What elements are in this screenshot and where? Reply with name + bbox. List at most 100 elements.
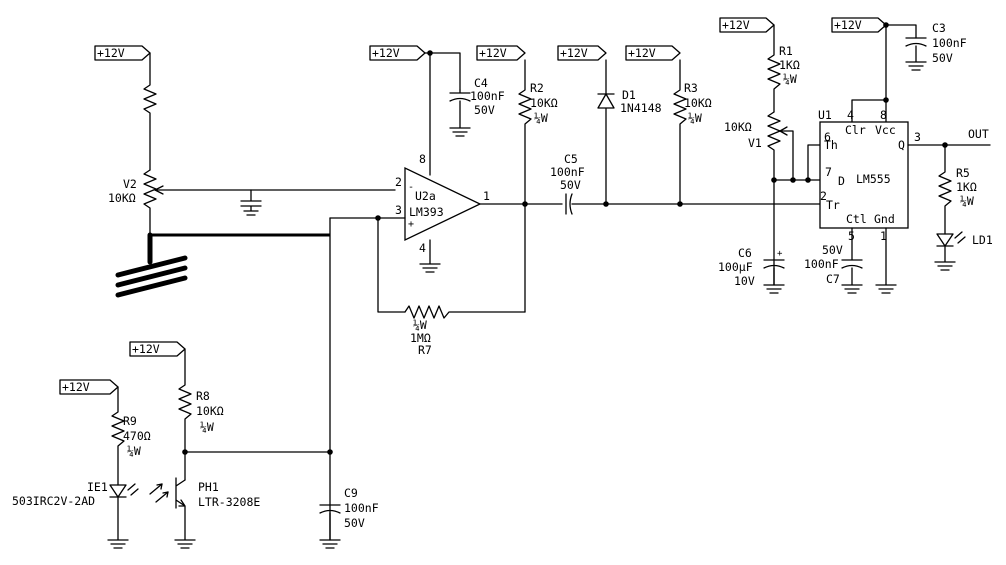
- r8-power: ¼W: [200, 420, 214, 434]
- v2-ref: V2: [123, 177, 137, 191]
- c5-voltage: 50V: [560, 178, 581, 192]
- svg-text:+: +: [777, 249, 783, 259]
- u2a-pin-out: 1: [483, 189, 490, 203]
- r5-resistor: R5 1KΩ ¼W: [938, 144, 977, 235]
- u2-supply-wire: [424, 52, 461, 91]
- r2-supply-label: +12V: [476, 45, 526, 61]
- r5-value: 1KΩ: [956, 180, 977, 194]
- r1-supply-text: +12V: [722, 18, 750, 32]
- c3-ref: C3: [932, 21, 946, 35]
- u2a-pin-plus: 3: [395, 203, 402, 217]
- u1-supply-label: +12V: [831, 17, 887, 33]
- v2-potentiometer: V2 10KΩ: [108, 169, 396, 236]
- ie1-part: 503IRC2V-2AD: [12, 494, 95, 508]
- r8-ref: R8: [196, 389, 210, 403]
- u1-vcc: Vcc: [875, 123, 896, 137]
- v2-value: 10KΩ: [108, 191, 136, 205]
- u1-n1: 1: [880, 229, 887, 243]
- u2a-pin-minus: 2: [395, 175, 402, 189]
- th-d-wiring: [773, 144, 821, 181]
- r3-value: 10KΩ: [684, 96, 712, 110]
- u1-tr: Tr: [826, 198, 840, 212]
- r3-power: ¼W: [688, 111, 702, 125]
- u1-vcc-wiring: [851, 24, 887, 123]
- c4-ref: C4: [474, 76, 488, 90]
- d1-supply-label: +12V: [557, 45, 607, 61]
- u2-supply-label: +12V: [369, 45, 426, 61]
- r8-supply-label: +12V: [129, 341, 186, 357]
- c7-voltage: 50V: [822, 243, 843, 257]
- c6-capacitor: + C6 100µF 10V: [718, 246, 785, 294]
- ld1-led: LD1: [934, 231, 993, 271]
- svg-text:-: -: [408, 182, 414, 193]
- u1-ctl: Ctl: [846, 212, 867, 226]
- r1-ref: R1: [779, 44, 793, 58]
- r2-value: 10KΩ: [530, 96, 558, 110]
- c3-voltage: 50V: [932, 51, 953, 65]
- c6-value: 100µF: [718, 260, 753, 274]
- junction-dot: [327, 449, 333, 455]
- c4-voltage: 50V: [474, 103, 495, 117]
- d1-part: 1N4148: [620, 101, 662, 115]
- v1-ref: V1: [748, 136, 762, 150]
- u1-n2: 2: [820, 189, 827, 203]
- u2a-comparator: U2a LM393 2 3 1 8 4 - +: [395, 152, 490, 255]
- r7-resistor: ¼W 1MΩ R7: [404, 305, 526, 357]
- u1-lm555: U1 4 8 Clr Vcc Th Q D LM555 Tr Ctl Gnd 6…: [818, 108, 921, 243]
- v2-upper-resistor: [143, 52, 157, 171]
- r9-supply-text: +12V: [62, 380, 90, 394]
- r2-resistor: R2 10KΩ ¼W: [518, 59, 558, 205]
- u1-supply-wire: [885, 24, 917, 39]
- r1-value: 1KΩ: [779, 58, 800, 72]
- r2-supply-text: +12V: [479, 46, 507, 60]
- chassis-ground-symbol: [115, 232, 188, 298]
- r3-supply-label: +12V: [625, 45, 681, 61]
- junction-dot: [883, 97, 889, 103]
- r9-power: ¼W: [127, 444, 141, 458]
- c7-value: 100nF: [804, 257, 839, 271]
- u1-clr: Clr: [845, 123, 866, 137]
- r2-ref: R2: [530, 81, 544, 95]
- junction-dot: [790, 177, 796, 183]
- r9-ref: R9: [123, 414, 137, 428]
- d1-diode: D1 1N4148: [597, 59, 662, 205]
- r9-supply-label: +12V: [59, 379, 119, 395]
- u2-ground: [419, 239, 441, 273]
- u2a-pin-vcc: 8: [419, 152, 426, 166]
- u1-n4: 4: [847, 108, 854, 122]
- u2a-pin-gnd: 4: [419, 241, 426, 255]
- v1-value: 10KΩ: [724, 120, 752, 134]
- r5-power: ¼W: [960, 194, 974, 208]
- c5-value: 100nF: [550, 165, 585, 179]
- c6-ref: C6: [738, 246, 752, 260]
- r1-supply-label: +12V: [719, 17, 775, 33]
- u2-supply-text: +12V: [372, 46, 400, 60]
- r8-supply-text: +12V: [132, 342, 160, 356]
- svg-text:+: +: [408, 219, 414, 230]
- c6-voltage: 10V: [734, 274, 755, 288]
- u1-gnd: Gnd: [874, 212, 895, 226]
- c5-capacitor: C5 100nF 50V: [550, 152, 681, 215]
- c7-capacitor: 50V 100nF C7: [804, 227, 863, 294]
- c9-ref: C9: [344, 486, 358, 500]
- r7-ref: R7: [418, 343, 432, 357]
- r9-value: 470Ω: [123, 429, 151, 443]
- c7-ref: C7: [826, 272, 840, 286]
- r8-value: 10KΩ: [196, 404, 224, 418]
- r8-resistor: R8 10KΩ ¼W: [178, 348, 224, 481]
- c9-voltage: 50V: [344, 516, 365, 530]
- c3-capacitor: C3 100nF 50V: [905, 21, 967, 71]
- ph1-part: LTR-3208E: [198, 495, 260, 509]
- u2a-ref: U2a: [415, 189, 436, 203]
- r3-ref: R3: [684, 81, 698, 95]
- c5-ref: C5: [564, 152, 578, 166]
- u1-n6: 6: [824, 130, 831, 144]
- r7-value: 1MΩ: [410, 331, 431, 345]
- ld1-ref: LD1: [972, 233, 993, 247]
- r9-resistor: R9 470Ω ¼W: [111, 386, 151, 486]
- d1-supply-text: +12V: [560, 46, 588, 60]
- c9-value: 100nF: [344, 501, 379, 515]
- u1-d: D: [838, 174, 845, 188]
- r5-ref: R5: [956, 166, 970, 180]
- u1-ref: U1: [818, 108, 832, 122]
